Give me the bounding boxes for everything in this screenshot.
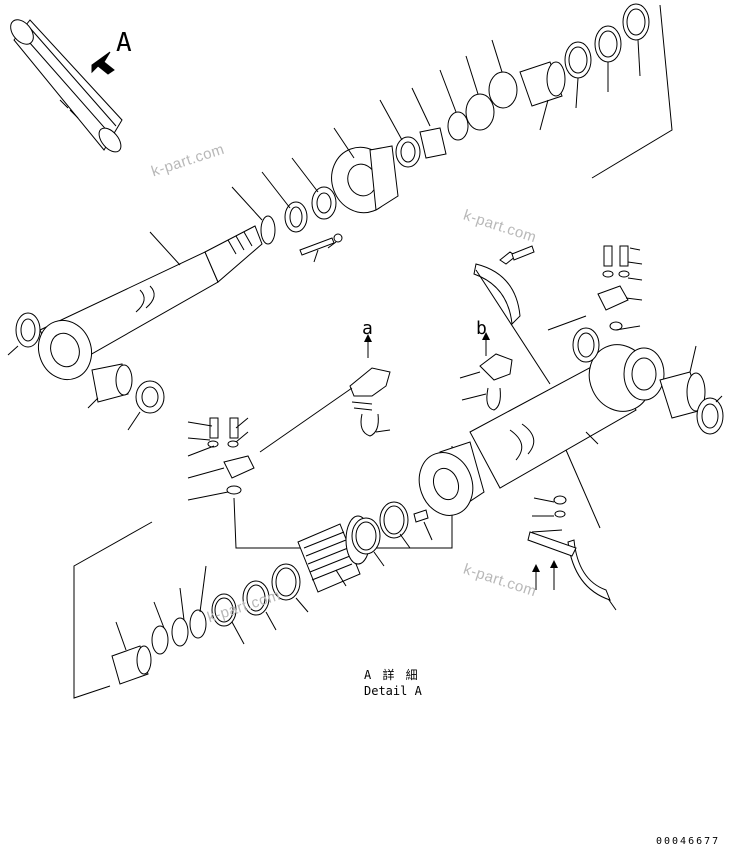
rod-eye bbox=[38, 319, 92, 381]
tube-bushing bbox=[659, 371, 724, 435]
reference-cylinder bbox=[10, 19, 123, 153]
right-leader-lines bbox=[547, 247, 723, 611]
detail-a-letter: a bbox=[362, 318, 373, 339]
lower-leader-lines bbox=[115, 521, 433, 651]
clamp-bolts-right bbox=[597, 245, 630, 331]
detail-b-letter: b bbox=[476, 318, 487, 339]
clamp-bolts-left bbox=[207, 417, 255, 495]
detail-b-clamp bbox=[459, 332, 513, 411]
upper-ring-set bbox=[260, 186, 337, 245]
upper-leader-lines bbox=[7, 39, 641, 431]
upper-clamp bbox=[473, 245, 551, 385]
view-marker-label: A bbox=[116, 28, 132, 58]
upper-section-border bbox=[591, 4, 673, 179]
small-plug bbox=[413, 509, 429, 523]
tube-seal-ring bbox=[572, 327, 600, 363]
rod-eye-seal bbox=[15, 312, 41, 348]
left-leader-lines bbox=[187, 417, 453, 549]
upper-bolt bbox=[299, 233, 343, 256]
head-seal-rings bbox=[395, 71, 518, 168]
view-arrow bbox=[91, 51, 115, 75]
piston-nut bbox=[111, 645, 152, 685]
lower-clamp bbox=[527, 495, 611, 601]
cylinder-head-upper bbox=[331, 145, 399, 214]
piston-rings bbox=[564, 3, 650, 79]
lower-section-border bbox=[73, 521, 153, 699]
caption-japanese: A 詳 細 bbox=[364, 668, 420, 682]
drawing-number: 00046677 bbox=[656, 836, 721, 847]
cylinder-head-lower bbox=[418, 441, 485, 516]
piston-seal-rings bbox=[151, 501, 409, 655]
caption-english: Detail A bbox=[364, 684, 422, 698]
detail-a-bracket bbox=[259, 334, 391, 453]
rod-eye-bushing bbox=[91, 363, 165, 414]
cylinder-tube bbox=[469, 344, 665, 489]
buffer-sleeve bbox=[519, 61, 566, 107]
